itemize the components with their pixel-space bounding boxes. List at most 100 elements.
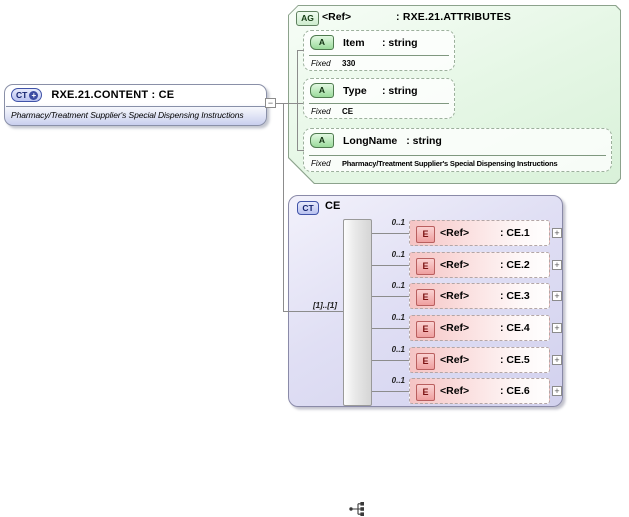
element-ref-label: <Ref> xyxy=(440,354,470,366)
fixed-row: Fixed 330 xyxy=(311,59,355,68)
sequence-icon xyxy=(349,502,364,516)
element-type: : CE.1 xyxy=(500,227,530,239)
element-ref-label: <Ref> xyxy=(440,290,470,302)
ag-title: : RXE.21.ATTRIBUTES xyxy=(396,11,512,23)
plus-icon: + xyxy=(554,291,560,301)
fixed-value: 330 xyxy=(342,59,356,68)
element-icon: E xyxy=(416,384,435,401)
attribute-type: : string xyxy=(382,36,418,49)
element-type: : CE.5 xyxy=(500,354,530,366)
plus-icon: + xyxy=(554,260,560,270)
expand-button[interactable]: + xyxy=(552,386,562,396)
plus-circle-icon: + xyxy=(29,90,39,100)
schema-canvas: CT + RXE.21.CONTENT : CE Pharmacy/Treatm… xyxy=(4,0,629,516)
attribute-icon: A xyxy=(310,133,334,148)
attribute-name: Item xyxy=(343,36,365,49)
attribute-icon: A xyxy=(310,83,334,98)
attribute-icon: A xyxy=(310,35,334,50)
element-ref-label: <Ref> xyxy=(440,259,470,271)
cardinality-label: 0..1 xyxy=(391,218,405,227)
model-cardinality-label: [1]..[1] xyxy=(313,301,337,310)
element-ref-label: <Ref> xyxy=(440,227,470,239)
attribute-name-row: A Type : string xyxy=(310,83,418,98)
connector-line xyxy=(372,233,409,234)
cardinality-label: 0..1 xyxy=(391,250,405,259)
connector-line xyxy=(297,50,304,51)
cardinality-label: 0..1 xyxy=(391,281,405,290)
ct-badge-label: CT xyxy=(16,90,28,100)
element-box-ce3[interactable]: E <Ref> : CE.3 xyxy=(409,283,550,309)
attribute-box-item[interactable]: A Item : string Fixed 330 xyxy=(303,30,455,71)
content-type-box[interactable]: CT + RXE.21.CONTENT : CE Pharmacy/Treatm… xyxy=(4,84,267,126)
ct-badge: CT xyxy=(297,201,319,215)
attribute-type: : string xyxy=(382,84,418,97)
attribute-name-row: A Item : string xyxy=(310,35,418,50)
attribute-group-box[interactable]: AG <Ref> : RXE.21.ATTRIBUTES A Item : st… xyxy=(288,5,621,184)
divider xyxy=(6,106,265,107)
attribute-name: Type xyxy=(343,84,367,97)
element-box-ce6[interactable]: E <Ref> : CE.6 xyxy=(409,378,550,404)
fixed-value: CE xyxy=(342,107,354,116)
connector-line xyxy=(372,265,409,266)
expand-button[interactable]: + xyxy=(552,228,562,238)
element-box-ce2[interactable]: E <Ref> : CE.2 xyxy=(409,252,550,278)
element-icon: E xyxy=(416,226,435,243)
expand-button[interactable]: + xyxy=(552,291,562,301)
ag-ref-label: <Ref> xyxy=(322,11,352,23)
attribute-box-longname[interactable]: A LongName : string Fixed Pharmacy/Treat… xyxy=(303,128,612,172)
element-icon: E xyxy=(416,258,435,275)
ct-badge: CT + xyxy=(11,88,43,102)
cardinality-label: 0..1 xyxy=(391,345,405,354)
element-type: : CE.3 xyxy=(500,290,530,302)
element-ref-label: <Ref> xyxy=(440,322,470,334)
collapse-button[interactable]: − xyxy=(265,98,276,108)
element-icon: E xyxy=(416,321,435,338)
element-icon: E xyxy=(416,289,435,306)
type-box-title: CE xyxy=(325,200,341,212)
plus-icon: + xyxy=(554,355,560,365)
fixed-label: Fixed xyxy=(311,59,331,68)
plus-icon: + xyxy=(554,323,560,333)
connector-line xyxy=(276,103,303,104)
minus-icon: − xyxy=(267,98,274,108)
divider xyxy=(309,55,449,56)
fixed-label: Fixed xyxy=(311,159,331,168)
element-box-ce4[interactable]: E <Ref> : CE.4 xyxy=(409,315,550,341)
element-type: : CE.4 xyxy=(500,322,530,334)
connector-line xyxy=(372,360,409,361)
element-ref-label: <Ref> xyxy=(440,385,470,397)
element-box-ce5[interactable]: E <Ref> : CE.5 xyxy=(409,347,550,373)
connector-line xyxy=(372,296,409,297)
content-box-header: CT + RXE.21.CONTENT : CE xyxy=(11,88,174,102)
connector-line xyxy=(372,391,409,392)
connector-line xyxy=(284,311,343,312)
plus-icon: + xyxy=(554,386,560,396)
expand-button[interactable]: + xyxy=(552,260,562,270)
expand-button[interactable]: + xyxy=(552,355,562,365)
connector-line xyxy=(283,103,284,312)
cardinality-label: 0..1 xyxy=(391,376,405,385)
fixed-label: Fixed xyxy=(311,107,331,116)
element-type: : CE.6 xyxy=(500,385,530,397)
complex-type-box-ce[interactable]: CT CE [1]..[1] 0..1 0..1 0..1 0..1 0..1 … xyxy=(288,195,563,516)
plus-icon: + xyxy=(554,228,560,238)
divider xyxy=(309,155,606,156)
connector-line xyxy=(297,150,304,151)
fixed-row: Fixed CE xyxy=(311,107,353,116)
compositor-bar[interactable] xyxy=(343,219,372,406)
element-box-ce1[interactable]: E <Ref> : CE.1 xyxy=(409,220,550,246)
cardinality-label: 0..1 xyxy=(391,313,405,322)
element-icon: E xyxy=(416,353,435,370)
ag-badge: AG xyxy=(296,11,319,26)
attribute-box-type[interactable]: A Type : string Fixed CE xyxy=(303,78,455,119)
ct-badge-label: CT xyxy=(302,203,314,213)
fixed-row: Fixed Pharmacy/Treatment Supplier's Spec… xyxy=(311,159,558,168)
attribute-name: LongName xyxy=(343,134,398,147)
attribute-name-row: A LongName : string xyxy=(310,133,442,148)
connector-line xyxy=(297,50,298,151)
divider xyxy=(309,103,449,104)
fixed-value: Pharmacy/Treatment Supplier's Special Di… xyxy=(342,159,558,168)
connector-line xyxy=(372,328,409,329)
expand-button[interactable]: + xyxy=(552,323,562,333)
element-type: : CE.2 xyxy=(500,259,530,271)
